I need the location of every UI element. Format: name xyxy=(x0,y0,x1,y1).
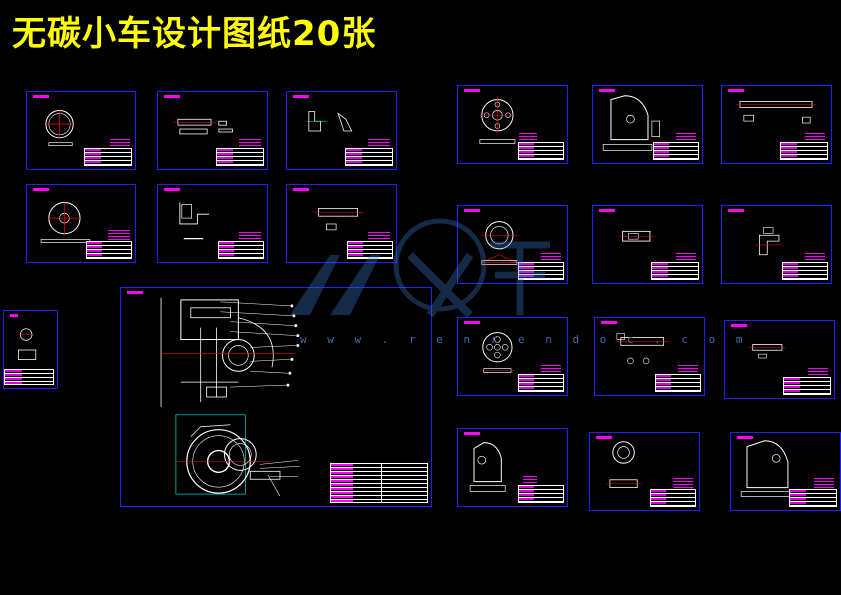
pulley-drawing-icon xyxy=(481,221,518,265)
assembly-parts-list xyxy=(330,463,428,503)
flywheel-drawing-icon xyxy=(479,97,516,144)
rod-drawing-icon xyxy=(748,344,786,359)
assembly-drawing-icon xyxy=(160,297,300,497)
housing-drawing-icon xyxy=(469,442,506,492)
bracket-drawing-icon xyxy=(306,111,353,132)
small-part-drawing-icon xyxy=(18,328,37,361)
drawing-sheet-long-shaft[interactable] xyxy=(721,85,832,164)
drawing-sheet-body-front[interactable] xyxy=(592,85,703,164)
watermark-url: w w w . r e n r e n d o c . c o m xyxy=(300,333,750,346)
drawing-sheet-axle[interactable] xyxy=(157,91,268,170)
drawing-sheet-bracket[interactable] xyxy=(286,91,397,170)
wheel-drawing-icon xyxy=(45,110,74,146)
drawing-sheet-flywheel[interactable] xyxy=(457,85,568,164)
shaft-drawing-icon xyxy=(314,208,364,231)
disc-drawing-icon xyxy=(479,332,515,373)
long-shaft-drawing-icon xyxy=(736,101,816,124)
drawing-sheet-crank[interactable] xyxy=(594,317,705,396)
drawing-sheet-link[interactable] xyxy=(721,205,832,284)
drawing-sheet-housing[interactable] xyxy=(457,428,568,507)
drawing-sheet-bushing[interactable] xyxy=(592,205,703,284)
drawing-sheet-disc[interactable] xyxy=(457,317,568,396)
drawing-sheet-small-part[interactable] xyxy=(3,310,58,389)
drawing-sheet-pulley[interactable] xyxy=(457,205,568,284)
drawing-sheet-gear[interactable] xyxy=(26,184,136,263)
watermark-logo-icon xyxy=(290,218,550,318)
body-front-drawing-icon xyxy=(602,95,661,151)
axle-drawing-icon xyxy=(173,118,233,135)
link-drawing-icon xyxy=(755,227,783,256)
frame-drawing-icon xyxy=(179,202,210,240)
drawing-sheet-side-body[interactable] xyxy=(730,432,841,511)
crank-drawing-icon xyxy=(614,333,670,365)
page-title: 无碳小车设计图纸20张 xyxy=(12,14,377,54)
drawing-sheet-wheel[interactable] xyxy=(26,91,136,170)
drawing-sheet-cover[interactable] xyxy=(589,432,700,511)
drawing-sheet-rod[interactable] xyxy=(724,320,835,399)
drawing-sheet-assembly[interactable] xyxy=(120,287,432,507)
drawing-sheet-shaft[interactable] xyxy=(286,184,397,263)
bushing-drawing-icon xyxy=(618,230,654,242)
cover-drawing-icon xyxy=(606,441,642,488)
drawing-sheet-frame[interactable] xyxy=(157,184,268,263)
